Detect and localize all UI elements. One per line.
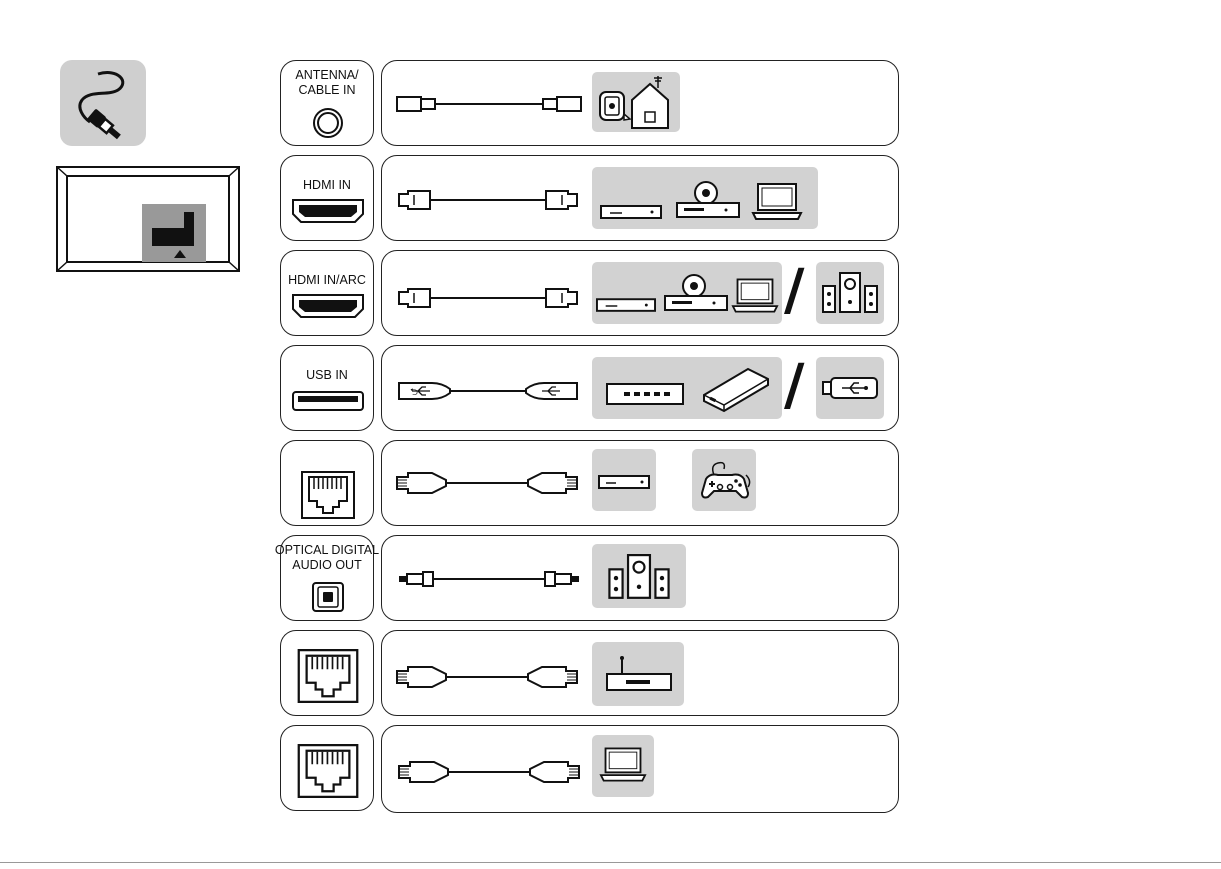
speaker-system-icon (608, 554, 670, 600)
hdmi-cable-icon (398, 288, 578, 308)
usb-stick-icon (822, 377, 878, 399)
port-lan-3 (280, 725, 374, 811)
row-hdmi (381, 155, 899, 241)
optical-speaker-tile (592, 544, 686, 608)
usb-stick-tile (816, 357, 884, 419)
router-tile (592, 642, 684, 706)
speaker-system-icon (822, 272, 878, 314)
hdmi-port-icon (291, 293, 365, 319)
antenna-device-tile (592, 72, 680, 132)
coax-cable-icon (396, 95, 582, 113)
lan-port-icon (297, 649, 359, 703)
optical-cable-icon (398, 571, 580, 587)
lan-port-icon (297, 744, 359, 798)
port-label-line: HDMI IN (281, 178, 373, 193)
laptop-icon (600, 747, 646, 783)
row-lan-1 (381, 440, 899, 526)
hdmi-cable-icon (398, 190, 578, 210)
lan-box-tile (592, 449, 656, 511)
port-lan-1 (280, 440, 374, 526)
row-lan-2 (381, 630, 899, 716)
lan-cable-icon (396, 666, 578, 688)
port-usb: USB IN (280, 345, 374, 431)
usb-cable-icon: ⮌ (398, 380, 578, 402)
port-hdmi: HDMI IN (280, 155, 374, 241)
game-console-icon (700, 461, 750, 501)
dvd-player-icon (664, 272, 728, 316)
port-optical: OPTICAL DIGITAL AUDIO OUT (280, 535, 374, 621)
lan-cable-icon (396, 472, 578, 494)
speaker-tile (816, 262, 884, 324)
set-top-box-icon (598, 475, 650, 491)
game-console-tile (692, 449, 756, 511)
laptop-icon (752, 183, 802, 221)
row-usb: ⮌ / (381, 345, 899, 431)
coax-port-icon (312, 107, 344, 139)
dvd-player-icon (676, 179, 740, 223)
hard-drive-icon (702, 367, 770, 413)
port-label-line: AUDIO OUT (281, 558, 373, 573)
row-antenna (381, 60, 899, 146)
port-antenna: ANTENNA/ CABLE IN (280, 60, 374, 146)
port-label-line: USB IN (281, 368, 373, 383)
cable-icon-tile (60, 60, 146, 146)
set-top-box-icon (600, 205, 662, 221)
separator-slash: / (784, 263, 804, 319)
laptop-icon (732, 278, 778, 314)
port-label-line: HDMI IN/ARC (281, 273, 373, 288)
router-icon (606, 654, 672, 694)
usb-devices-tile (592, 357, 782, 419)
hdmi-devices-tile (592, 167, 818, 229)
house-antenna-icon (592, 72, 680, 132)
hdmi-arc-devices-tile (592, 262, 782, 324)
optical-port-icon (312, 582, 344, 612)
row-optical (381, 535, 899, 621)
separator-slash: / (784, 358, 804, 414)
svg-text:⮌: ⮌ (410, 387, 418, 398)
lan-port-icon (301, 471, 355, 519)
pc-tile (592, 735, 654, 797)
page-bottom-rule (0, 862, 1221, 863)
row-hdmi-arc: / (381, 250, 899, 336)
port-label-line: ANTENNA/ (281, 68, 373, 83)
port-lan-2 (280, 630, 374, 716)
port-label-line: OPTICAL DIGITAL (273, 543, 381, 558)
usb-hub-icon (606, 383, 684, 405)
port-label-line: CABLE IN (281, 83, 373, 98)
lan-cable-icon (398, 761, 580, 783)
usb-port-icon (291, 390, 365, 412)
row-lan-3 (381, 725, 899, 813)
set-top-box-icon (596, 298, 656, 314)
hdmi-port-icon (291, 198, 365, 224)
port-hdmi-arc: HDMI IN/ARC (280, 250, 374, 336)
tv-back-icon (56, 166, 240, 272)
cable-icon (60, 60, 146, 146)
